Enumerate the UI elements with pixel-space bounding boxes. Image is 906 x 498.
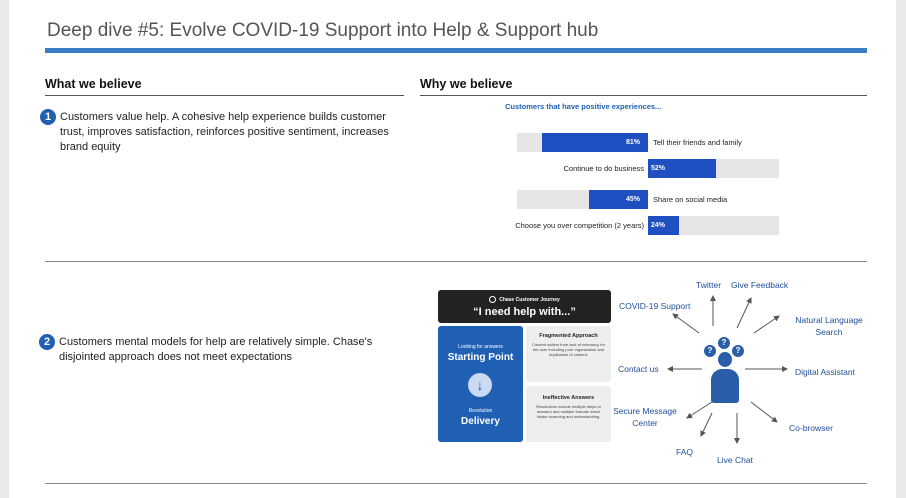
- journey-header: Chase Customer Journey “I need help with…: [438, 290, 611, 323]
- issue-desc-ineffective: Resolutions include multiple steps to an…: [536, 404, 601, 419]
- issue-card-ineffective: Ineffective Answers Resolutions include …: [526, 386, 611, 442]
- hub-channel-live-chat: Live Chat: [717, 455, 753, 465]
- belief-number-2: 2: [39, 334, 55, 350]
- hub-channel-give-feedback: Give Feedback: [731, 280, 789, 290]
- bar-value-label: 45%: [626, 196, 641, 203]
- bar-category-label: Choose you over competition (2 years): [515, 221, 644, 230]
- hub-person-icon: [711, 352, 739, 404]
- journey-quote: “I need help with...”: [473, 306, 576, 318]
- journey-path: Looking for answers Starting Point ↓ Res…: [438, 326, 523, 442]
- start-big-label: Starting Point: [447, 352, 514, 363]
- issue-title-ineffective: Ineffective Answers: [542, 395, 595, 401]
- bar-track: [648, 216, 779, 235]
- hub-channel-secure-message: Secure Message Center: [613, 406, 677, 428]
- belief-2-text: Customers mental models for help are rel…: [59, 336, 373, 363]
- why-we-believe-heading: Why we believe: [420, 77, 513, 91]
- belief-1-text: Customers value help. A cohesive help ex…: [60, 111, 389, 153]
- issue-desc-fragmented: Content suffers from lack of relevancy f…: [532, 342, 605, 357]
- bar-category-label: Tell their friends and family: [653, 138, 742, 147]
- right-heading-rule: [420, 95, 867, 96]
- hub-channel-digital-assistant: Digital Assistant: [795, 367, 855, 377]
- chart-title: Customers that have positive experiences…: [505, 102, 662, 111]
- slide: Deep dive #5: Evolve COVID-19 Support in…: [9, 0, 896, 498]
- customer-journey-graphic: Chase Customer Journey “I need help with…: [438, 290, 611, 442]
- hub-channel-twitter: Twitter: [696, 280, 722, 290]
- issue-card-fragmented: Fragmented Approach Content suffers from…: [526, 326, 611, 382]
- bar: [648, 159, 716, 178]
- end-small-label: Resolution: [468, 408, 493, 414]
- question-bubble-icon: ?: [732, 345, 744, 357]
- bar: [542, 133, 648, 152]
- hub-channel-faq: FAQ: [676, 447, 694, 457]
- bar-category-label: Share on social media: [653, 195, 728, 204]
- hub-channel-nl-search: Natural Language Search: [795, 315, 863, 337]
- start-small-label: Looking for answers: [458, 344, 503, 350]
- bar-value-label: 52%: [651, 165, 666, 172]
- bar-value-label: 81%: [626, 139, 641, 146]
- page-title: Deep dive #5: Evolve COVID-19 Support in…: [47, 20, 599, 41]
- bar: [589, 190, 648, 209]
- bottom-divider: [45, 483, 867, 484]
- title-rule: [45, 48, 867, 53]
- bar-category-label: Continue to do business: [563, 164, 644, 173]
- journey-brand: Chase Customer Journey: [438, 296, 611, 303]
- belief-number-1: 1: [40, 109, 56, 125]
- question-bubble-icon: ?: [704, 345, 716, 357]
- bar: [648, 216, 679, 235]
- hub-channel-covid-support: COVID-19 Support: [619, 301, 691, 311]
- what-we-believe-heading: What we believe: [45, 77, 142, 91]
- left-heading-rule: [45, 95, 404, 96]
- question-bubble-icon: ?: [718, 337, 730, 349]
- end-big-label: Delivery: [461, 416, 500, 427]
- hub-channel-co-browser: Co-browser: [789, 423, 833, 433]
- section-divider: [45, 261, 867, 262]
- issue-title-fragmented: Fragmented Approach: [539, 333, 598, 339]
- hub-channel-contact-us: Contact us: [618, 364, 659, 374]
- user-icon: [489, 296, 497, 303]
- arrow-down-icon: ↓: [468, 373, 492, 397]
- bar-value-label: 24%: [651, 222, 666, 229]
